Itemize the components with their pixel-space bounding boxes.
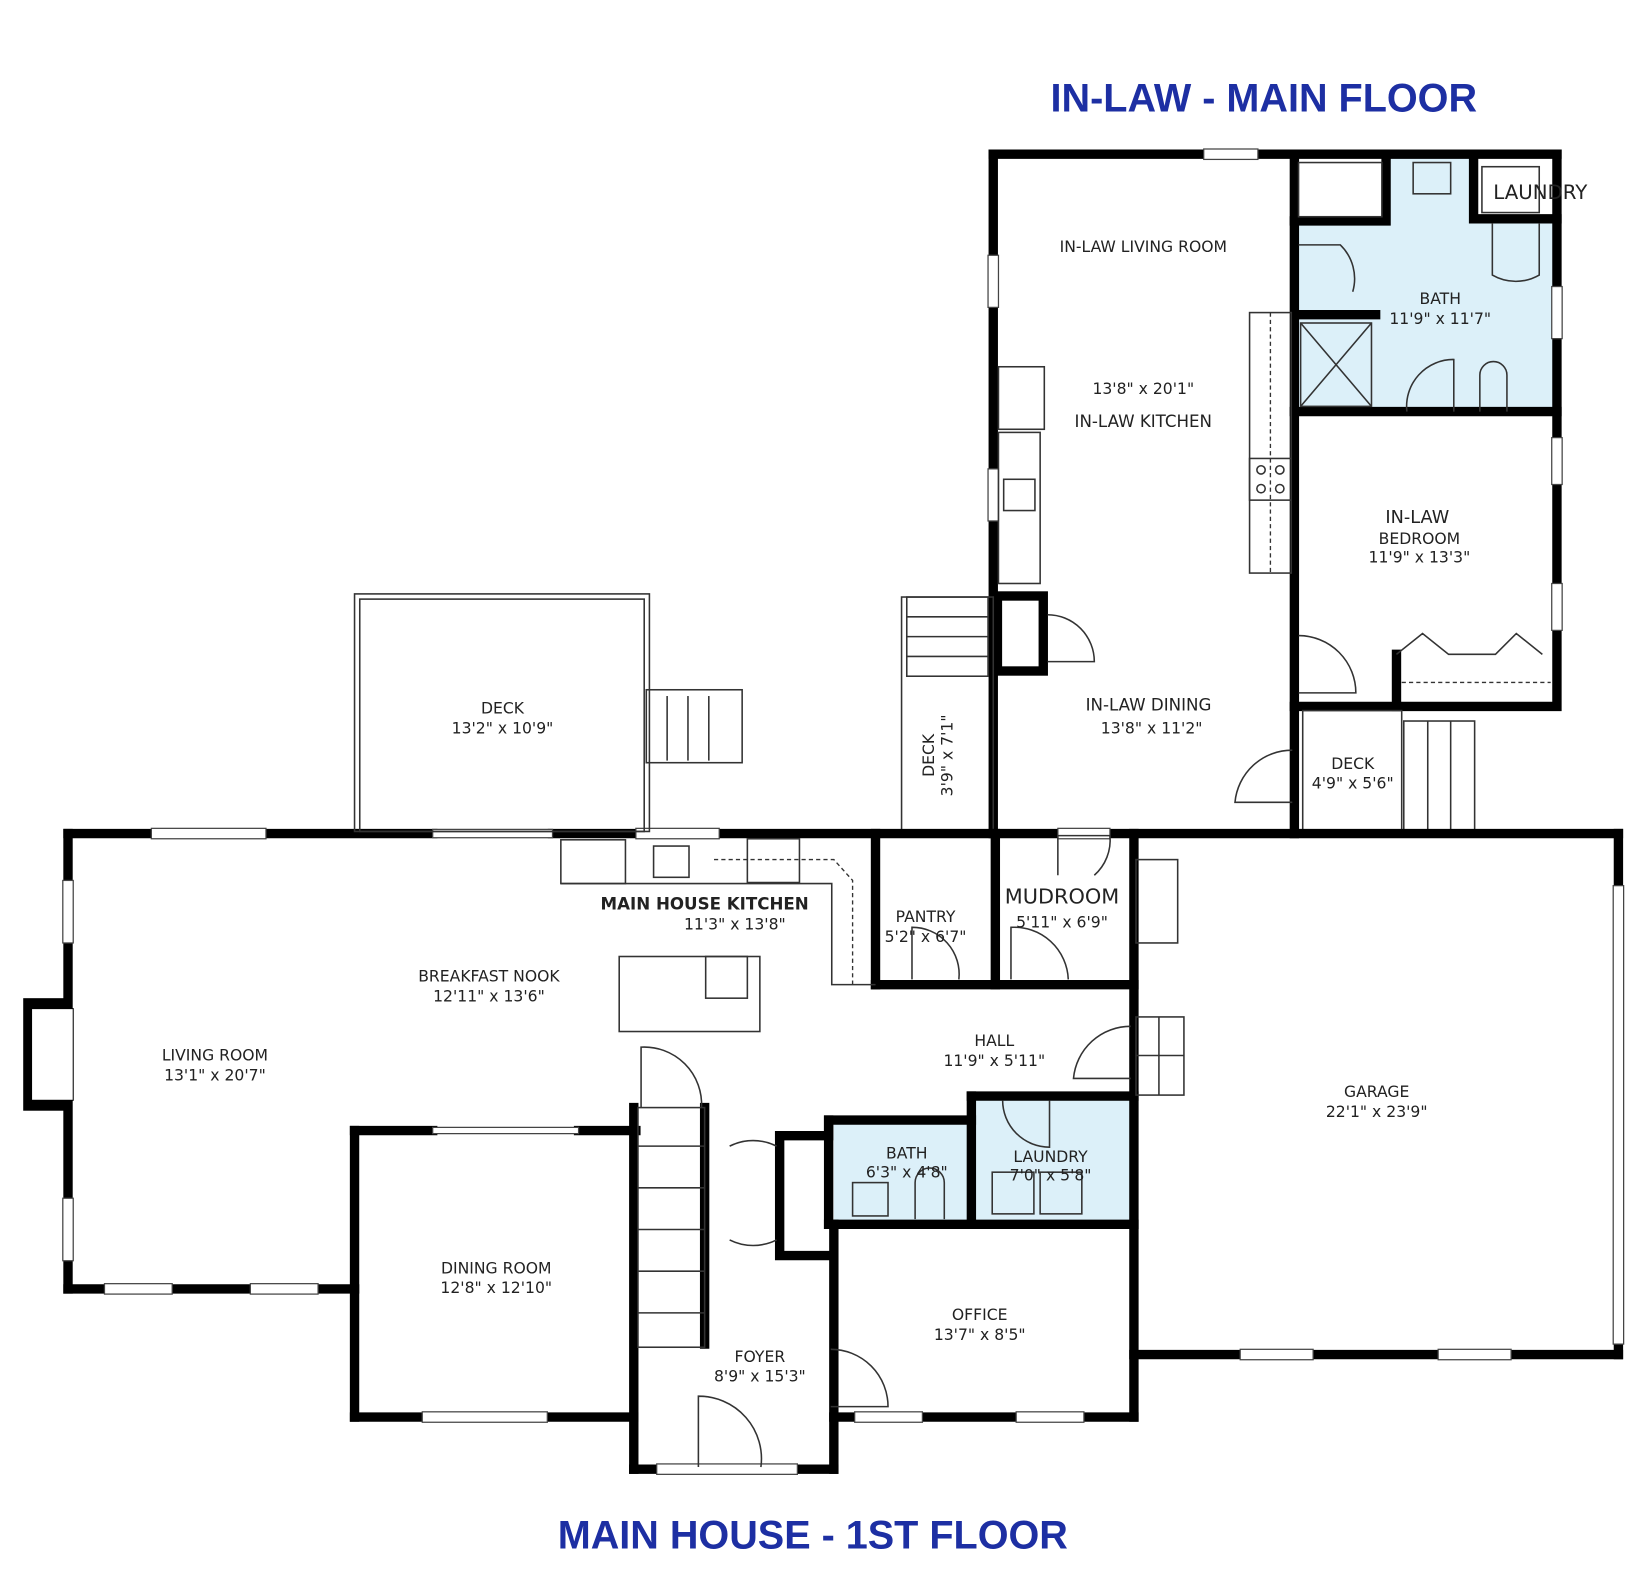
room-label: PANTRY — [896, 908, 956, 926]
stove-icon — [1248, 457, 1293, 501]
room-label: LIVING ROOM — [162, 1047, 268, 1065]
room-label: DECK — [920, 733, 938, 777]
shower-icon — [1299, 322, 1373, 408]
sink-icon — [1002, 478, 1036, 512]
washer-icon — [1481, 165, 1541, 214]
wet-room-fills — [833, 158, 1553, 1223]
room-dims: 4'9" x 5'6" — [1312, 775, 1394, 793]
kitchen-island — [618, 955, 761, 1033]
room-label: MAIN HOUSE KITCHEN — [601, 895, 809, 914]
kitchen-sink-icon — [652, 845, 690, 879]
room-dims: 5'2" x 6'7" — [885, 928, 967, 946]
room-dims: 13'2" x 10'9" — [452, 720, 554, 738]
inlaw-fixtures — [900, 148, 1563, 833]
room-dims: 8'9" x 15'3" — [714, 1368, 806, 1386]
room-label: LAUNDRY — [1013, 1148, 1088, 1166]
room-label: DINING ROOM — [441, 1259, 552, 1277]
room-label: DECK — [1331, 755, 1375, 773]
room-label: BEDROOM — [1379, 530, 1460, 548]
toilet-icon — [914, 1167, 946, 1220]
inlaw-floor-title: IN-LAW - MAIN FLOOR — [1051, 76, 1477, 120]
room-dims: 22'1" x 23'9" — [1326, 1103, 1428, 1121]
kitchen-stove-icon — [746, 837, 801, 884]
room-dims: 7'0" x 5'8" — [1010, 1167, 1092, 1185]
main-labels: DECK 13'2" x 10'9" MAIN HOUSE KITCHEN 11… — [162, 700, 1428, 1386]
room-label: LAUNDRY — [1493, 181, 1588, 204]
washer-icon — [991, 1171, 1035, 1215]
room-label: IN-LAW LIVING ROOM — [1060, 238, 1227, 256]
room-dims: 13'8" x 11'2" — [1101, 720, 1203, 738]
room-label: BATH — [886, 1145, 927, 1163]
room-label: GARAGE — [1344, 1083, 1409, 1101]
room-dims: 5'11" x 6'9" — [1016, 913, 1108, 931]
main-walls — [23, 828, 1624, 1474]
room-dims: 13'1" x 20'7" — [164, 1066, 266, 1084]
room-label: IN-LAW DINING — [1086, 696, 1212, 715]
room-dims: 11'3" x 13'8" — [684, 915, 786, 933]
room-dims: 13'7" x 8'5" — [934, 1326, 1026, 1344]
room-dims: 11'9" x 5'11" — [943, 1052, 1045, 1070]
inlaw-labels: IN-LAW LIVING ROOM 13'8" x 20'1" IN-LAW … — [920, 181, 1588, 796]
room-label: DECK — [481, 700, 525, 718]
main-fixtures — [62, 593, 1625, 1475]
room-label: BREAKFAST NOOK — [418, 968, 560, 986]
dryer-icon — [1039, 1171, 1083, 1215]
stairs — [637, 1106, 706, 1349]
room-label: IN-LAW KITCHEN — [1075, 412, 1212, 431]
toilet-icon — [1479, 360, 1508, 412]
main-floor-title: MAIN HOUSE - 1ST FLOOR — [558, 1513, 1068, 1557]
room-dims: 13'8" x 20'1" — [1092, 380, 1194, 398]
bath-sink-icon — [1412, 161, 1452, 195]
room-label: OFFICE — [952, 1306, 1008, 1324]
room-dims: 3'9" x 7'1" — [939, 714, 957, 796]
room-dims: 12'8" x 12'10" — [440, 1279, 552, 1297]
room-dims: 6'3" x 4'8" — [866, 1163, 948, 1181]
room-label: MUDROOM — [1005, 884, 1119, 908]
room-dims: 11'9" x 13'3" — [1369, 549, 1471, 567]
room-label: IN-LAW — [1385, 508, 1449, 528]
room-label: BATH — [1420, 290, 1461, 308]
room-label: FOYER — [735, 1348, 786, 1366]
room-label: HALL — [974, 1032, 1014, 1050]
sink-icon — [851, 1181, 889, 1217]
room-dims: 11'9" x 11'7" — [1389, 310, 1491, 328]
door-swing — [1405, 358, 1455, 412]
room-dims: 12'11" x 13'6" — [433, 987, 545, 1005]
